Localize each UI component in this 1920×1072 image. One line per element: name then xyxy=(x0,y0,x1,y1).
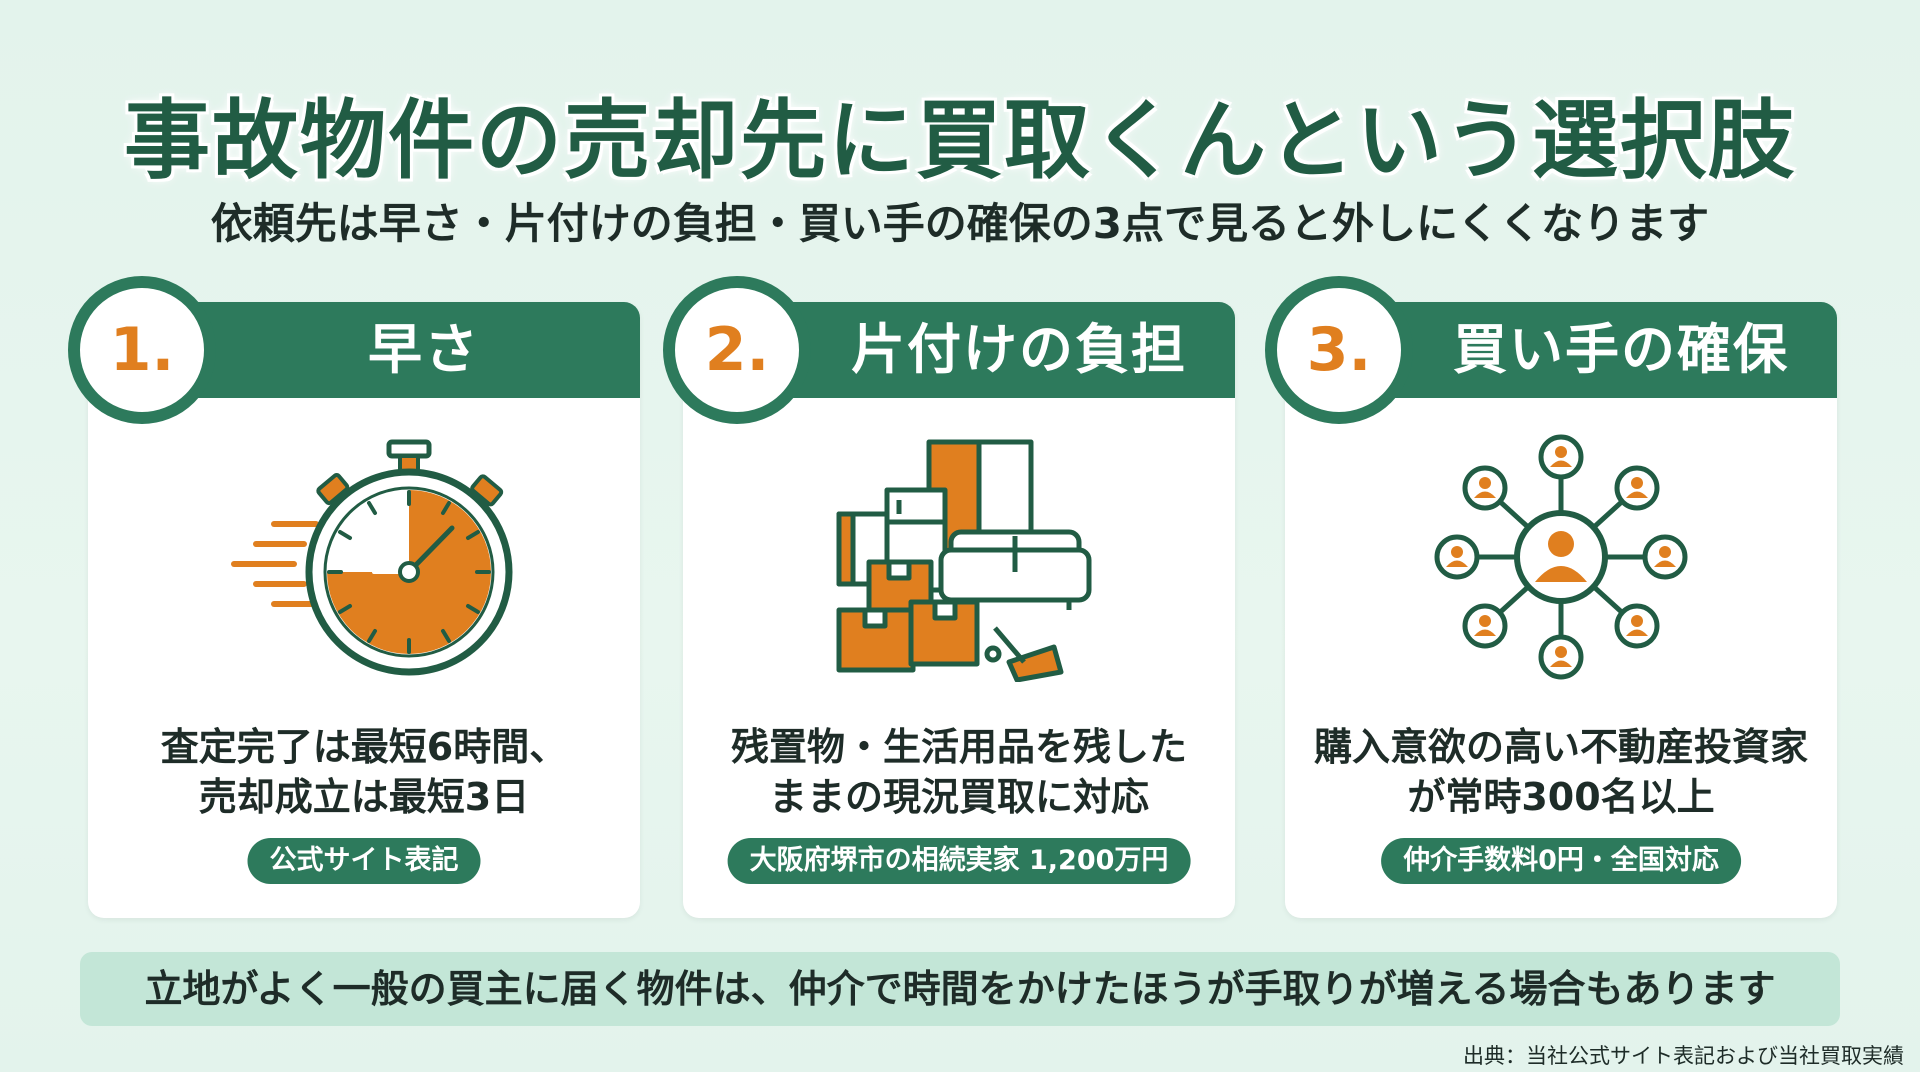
caveat-note: 立地がよく一般の買主に届く物件は、仲介で時間をかけたほうが手取りが増える場合もあ… xyxy=(80,952,1840,1026)
card-number-badge: 1. xyxy=(68,276,216,424)
card-description: 残置物・生活用品を残した ままの現況買取に対応 xyxy=(683,722,1235,822)
feature-pill: 仲介手数料0円・全国対応 xyxy=(1381,838,1741,884)
card-buyers: 買い手の確保 3. xyxy=(1265,276,1837,918)
card-number: 1. xyxy=(109,315,175,385)
card-description: 査定完了は最短6時間、 売却成立は最短3日 xyxy=(88,722,640,822)
card-label: 買い手の確保 xyxy=(1453,318,1789,381)
desc-line: 購入意欲の高い不動産投資家 xyxy=(1313,725,1808,769)
page-title: 事故物件の売却先に買取くんという選択肢 xyxy=(124,91,1796,191)
buyer-network-icon xyxy=(1434,434,1688,680)
source-credit: 出典：当社公式サイト表記および当社買取実績 xyxy=(1463,1044,1904,1068)
card-number: 2. xyxy=(704,315,770,385)
source-pill: 公式サイト表記 xyxy=(247,838,481,884)
desc-line: 査定完了は最短6時間、 xyxy=(160,725,568,769)
card-label: 片付けの負担 xyxy=(851,318,1187,381)
card-number-badge: 3. xyxy=(1265,276,1413,424)
case-pill: 大阪府堺市の相続実家 1,200万円 xyxy=(727,838,1191,884)
card-description: 購入意欲の高い不動産投資家 が常時300名以上 xyxy=(1285,722,1837,822)
stopwatch-icon xyxy=(231,439,513,676)
card-label: 早さ xyxy=(368,318,480,381)
household-items-icon xyxy=(836,439,1092,682)
card-cleanup: 片付けの負担 2. xyxy=(663,276,1235,918)
card-speed: 早さ 1. xyxy=(68,276,640,918)
desc-line: ままの現況買取に対応 xyxy=(768,775,1149,819)
desc-line: 残置物・生活用品を残した xyxy=(730,725,1187,769)
page-subtitle: 依頼先は早さ・片付けの負担・買い手の確保の3点で見ると外しにくくなります xyxy=(210,199,1710,248)
card-number-badge: 2. xyxy=(663,276,811,424)
desc-line: 売却成立は最短3日 xyxy=(198,775,530,819)
desc-line: が常時300名以上 xyxy=(1407,775,1715,819)
card-number: 3. xyxy=(1306,315,1372,385)
